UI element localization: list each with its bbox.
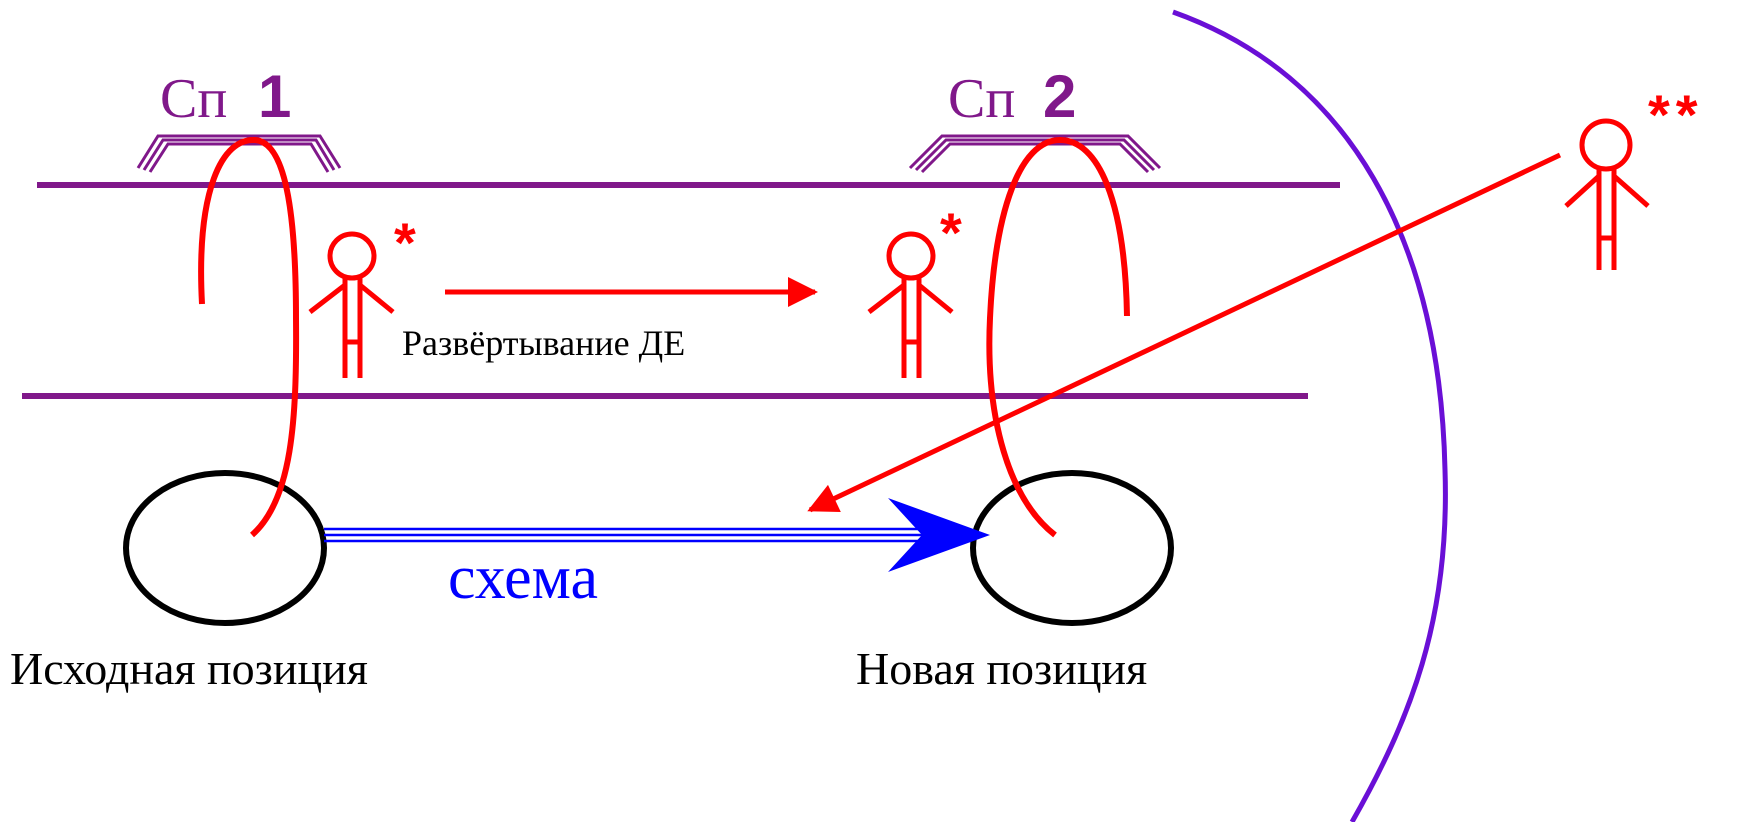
star-left: * [394, 211, 416, 274]
sp1-red-loop [198, 136, 300, 538]
sp1-label-prefix: Сп [160, 68, 227, 130]
boundary-arc [1172, 9, 1448, 822]
star-middle: * [940, 201, 962, 264]
red-figure-middle [867, 231, 954, 378]
sp2-label-number: 2 [1043, 63, 1076, 130]
star-right: ** [1648, 83, 1704, 146]
scheme-label: схема [448, 544, 598, 612]
red-figure-left [308, 231, 395, 378]
red-figure-right [1564, 118, 1650, 270]
new-position-label: Новая позиция [856, 643, 1147, 694]
sp2-red-loop [986, 136, 1130, 538]
sp1-label-number: 1 [258, 63, 291, 130]
long-red-arrow [807, 152, 1562, 513]
sp2-bracket [908, 134, 1162, 174]
scheme-arrow [324, 498, 990, 572]
initial-position-ellipse [123, 470, 327, 626]
new-position-ellipse [970, 470, 1174, 626]
sp2-label-prefix: Сп [948, 68, 1015, 130]
initial-position-label: Исходная позиция [10, 643, 368, 694]
deployment-label: Развёртывание ДЕ [402, 323, 685, 363]
